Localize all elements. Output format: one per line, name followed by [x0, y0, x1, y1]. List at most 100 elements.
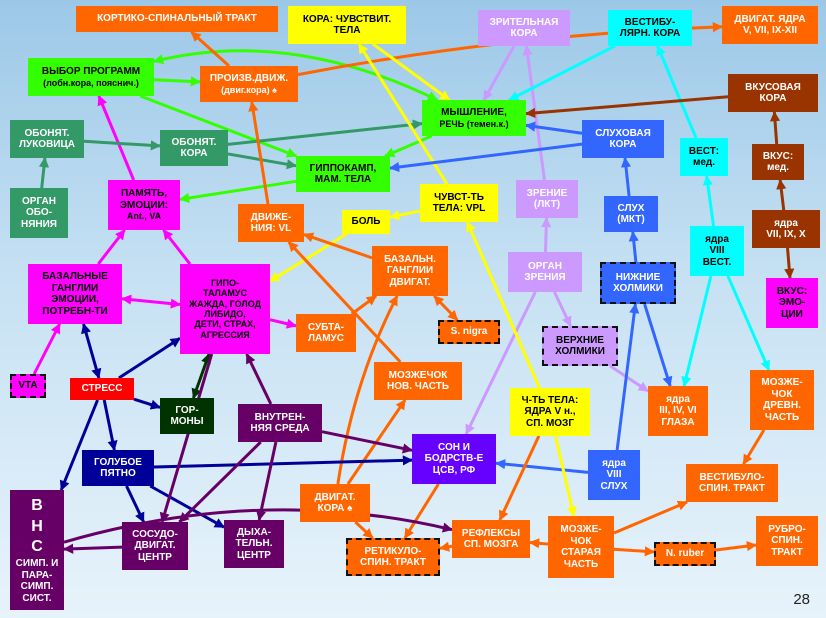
- connection-yadra-vii-ix-to-vkus-med: [776, 178, 787, 211]
- connection-sluh-kora-to-gippo: [388, 142, 583, 173]
- connection-gipotalamus-to-subtalamus: [269, 318, 297, 329]
- connection-yadra-viii-sluh-to-son: [494, 459, 589, 474]
- connection-goluboe-to-son: [153, 455, 414, 469]
- node-vnutrennyaya-sreda: ВНУТРЕН-НЯЯ СРЕДА: [238, 404, 322, 442]
- node-obonyat-lukovitsa: ОБОНЯТ.ЛУКОВИЦА: [10, 120, 84, 158]
- node-sosudo-dvigat-tsentr: СОСУДО-ДВИГАТ.ЦЕНТР: [122, 522, 188, 570]
- node-retikulo-spin-trakt: РЕТИКУЛО-СПИН. ТРАКТ: [346, 538, 440, 576]
- node-chuv-tela-yadra-v: Ч-ТЬ ТЕЛА:ЯДРА V н.,СП. МОЗГ: [510, 388, 590, 436]
- connection-sosudo-to-vns: [62, 543, 123, 554]
- node-stress: СТРЕСС: [70, 378, 134, 400]
- connection-stress-to-bazal-emoc: [81, 323, 102, 379]
- connection-kora-chuv-to-myshlenie: [372, 42, 451, 102]
- connection-chuv-yadra-v-to-chuvst-vpl: [465, 221, 541, 389]
- connection-stress-to-gormony: [133, 397, 161, 410]
- connection-mozzh-drevn-to-vestibulo: [742, 429, 766, 465]
- connection-vybor-to-gippo: [139, 94, 298, 158]
- connection-bol-to-gipotalamus: [269, 232, 348, 283]
- node-dvigat-kora-spade: ДВИГАТ.КОРА ♠: [300, 484, 370, 522]
- connection-son-to-retikulo: [403, 483, 440, 539]
- node-rubro-spin-trakt: РУБРО-СПИН.ТРАКТ: [756, 516, 818, 566]
- connection-organ-zreniya-to-zrenie-lkt: [541, 216, 552, 253]
- node-myshlenie-rech: МЫШЛЕНИЕ,РЕЧЬ (темен.к.): [422, 100, 526, 136]
- connection-chuvst-vpl-to-bol: [389, 209, 421, 221]
- node-vestibulo-spin-trakt: ВЕСТИБУЛО-СПИН. ТРАКТ: [686, 464, 778, 502]
- connection-organ-zreniya-to-verh-holm: [553, 291, 572, 327]
- connection-bazal-dvig-to-dvizh-vl: [303, 232, 373, 260]
- connection-yadra-viii-vest-to-mozzh-drevn: [726, 275, 771, 371]
- connection-stress-to-gipotalamus: [118, 337, 181, 380]
- connection-bazal-dvig-to-s-nigra: [433, 294, 459, 322]
- connection-yadra-vii-ix-to-vkus-emoc: [784, 247, 795, 280]
- node-bol: БОЛЬ: [342, 210, 390, 234]
- node-pamyat-emotsii: ПАМЯТЬ,ЭМОЦИИ:Ant., VA: [108, 180, 180, 230]
- connection-vybor-to-myshlenie: [153, 49, 439, 102]
- connection-stress-to-goluboe: [102, 399, 118, 451]
- connection-obon-kora-to-gippo: [227, 152, 298, 170]
- connection-vestib-kora-to-myshlenie: [508, 44, 616, 102]
- connection-vta-to-bazal-emoc: [32, 323, 62, 375]
- connection-vnutr-sreda-to-gipotalamus: [245, 353, 273, 405]
- node-obonyat-kora: ОБОНЯТ.КОРА: [160, 130, 228, 166]
- connection-chuv-yadra-v-to-refleksy: [498, 435, 541, 521]
- connection-yadra-viii-sluh-to-nizh-holm: [615, 302, 640, 451]
- connection-vybor-to-proizv: [153, 76, 202, 87]
- connection-mozzh-nov-to-dvizh-vl: [287, 240, 402, 364]
- connection-organ-obon-to-obon-luk: [38, 156, 50, 189]
- connection-obon-kora-to-myshlenie: [227, 119, 424, 146]
- connection-vkus-med-to-vkus-kora: [769, 110, 781, 145]
- node-kora-chuvstvit: КОРА: ЧУВСТВИТ.ТЕЛА: [288, 6, 406, 44]
- node-vest-med: ВЕСТ:мед.: [680, 138, 728, 176]
- connection-chuvst-vpl-to-kora-chuv: [357, 43, 449, 185]
- node-vkus-emotsii: ВКУС:ЭМО-ЦИИ: [766, 278, 818, 328]
- connection-vns-to-refleksy: [63, 508, 453, 544]
- connection-dvig-kora-s-to-retikulo: [354, 520, 374, 540]
- connection-vnutr-sreda-to-dyhatel: [256, 441, 278, 521]
- connection-nizh-holm-to-yadra-iii: [643, 303, 673, 387]
- node-dyhatelnyi-tsentr: ДЫХА-ТЕЛЬН.ЦЕНТР: [224, 520, 284, 568]
- connection-n-ruber-to-rubro: [715, 541, 758, 552]
- connection-organ-zreniya-to-son: [464, 291, 537, 435]
- node-vestibulyarn-kora: ВЕСТИБУ-ЛЯРН. КОРА: [608, 10, 692, 46]
- connection-dvizh-vl-to-proizv: [248, 100, 270, 205]
- connection-stress-to-vns: [59, 399, 99, 491]
- connection-myshlenie-to-gippo: [384, 134, 433, 158]
- connection-yadra-viii-vest-to-vest-med: [702, 174, 716, 227]
- node-vta: VTA: [10, 374, 46, 398]
- connection-verh-holm-to-yadra-iii: [609, 364, 649, 393]
- connection-nizh-holm-to-sluh-mkt: [628, 230, 639, 263]
- connection-obon-luk-to-obon-kora: [83, 139, 162, 151]
- connection-goluboe-to-dyhatel: [149, 484, 225, 529]
- node-vkus-med: ВКУС:мед.: [752, 144, 804, 180]
- node-gormony: ГОР-МОНЫ: [160, 398, 214, 434]
- node-subtalamus: СУБТА-ЛАМУС: [296, 314, 356, 352]
- connection-refleksy-to-retikulo: [438, 541, 453, 552]
- connection-gipotalamus-to-gormony: [191, 353, 211, 399]
- connection-vnutr-sreda-to-sosudo: [178, 440, 262, 524]
- connection-gippo-to-pamyat: [178, 179, 297, 204]
- node-proizv-dvizh: ПРОИЗВ.ДВИЖ.(двиг.кора) ♠: [200, 66, 298, 102]
- connection-proizv-to-kortiko: [190, 30, 231, 68]
- connection-chuv-yadra-v-to-mozzh-star: [554, 435, 577, 517]
- node-sluh-mkt: СЛУХ(МКТ): [604, 196, 658, 232]
- connection-yadra-viii-vest-to-yadra-iii: [681, 275, 713, 387]
- connection-goluboe-to-sosudo: [125, 485, 145, 523]
- node-s-nigra: S. nigra: [438, 320, 500, 344]
